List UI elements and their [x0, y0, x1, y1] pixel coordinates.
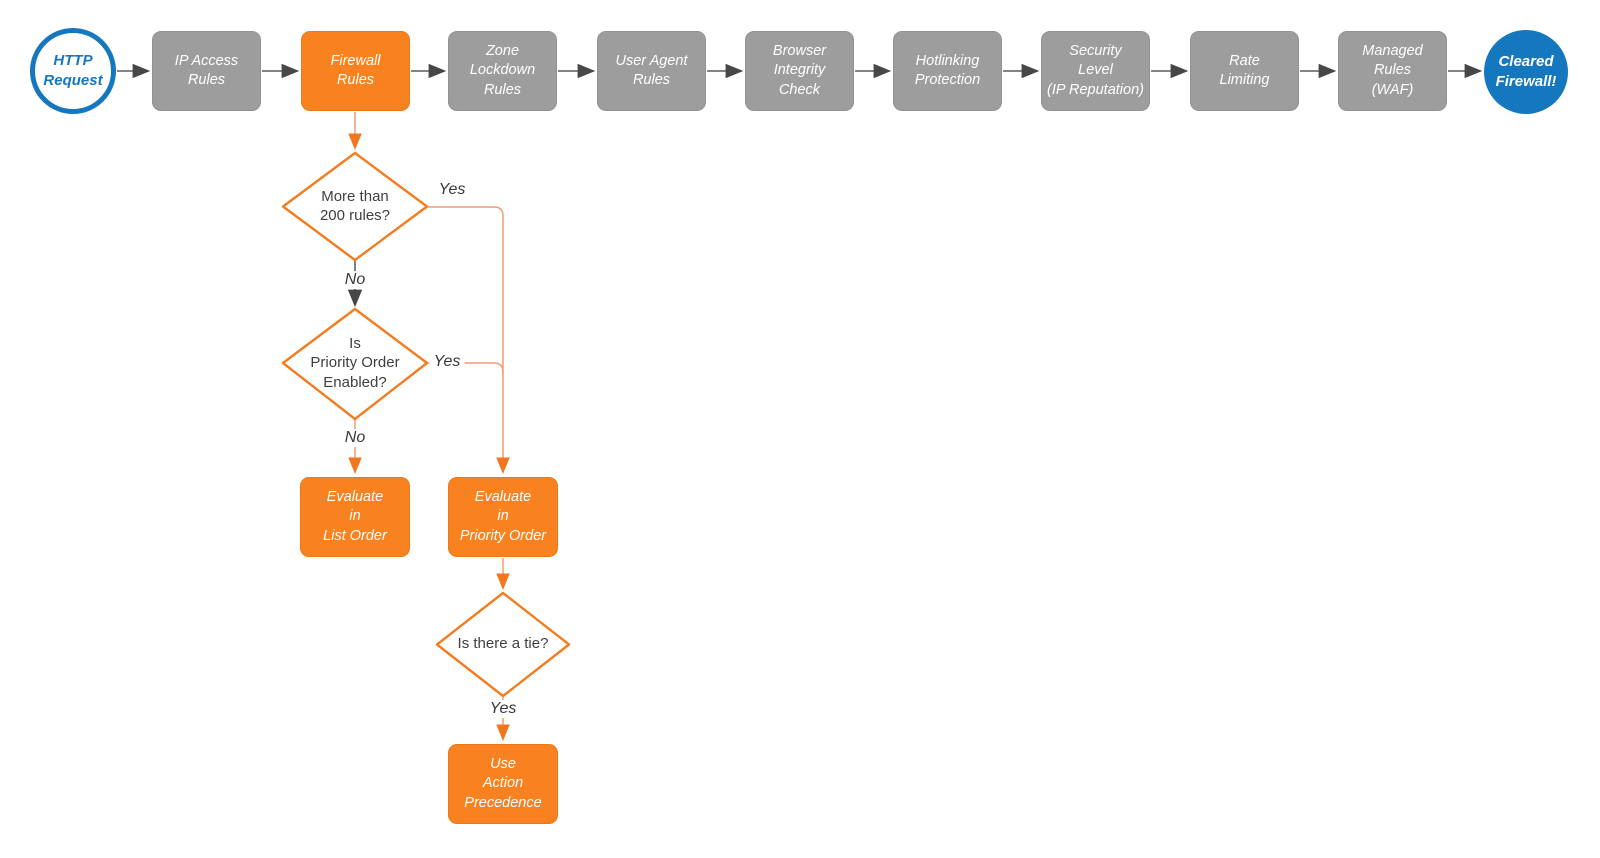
decision-is-there-a-tie-label: Is there a tie?: [457, 635, 549, 653]
diamond-is-there-a-tie: [435, 591, 571, 698]
node-browser-integrity-check: Browser Integrity Check: [745, 31, 854, 111]
node-security-level: Security Level (IP Reputation): [1041, 31, 1150, 111]
decision-more-than-200-rules-label: More than 200 rules?: [319, 187, 391, 224]
edge-d2-yes: [428, 362, 504, 373]
node-cleared-firewall: Cleared Firewall!: [1484, 30, 1568, 114]
decision-diamonds: [281, 151, 571, 698]
node-ip-access-rules: IP Access Rules: [152, 31, 261, 111]
node-http-request: HTTP Request: [30, 28, 116, 114]
node-evaluate-in-priority-order: Evaluate in Priority Order: [448, 477, 558, 557]
edge-label-d2-no: No: [340, 429, 370, 447]
node-user-agent-rules: User Agent Rules: [597, 31, 706, 111]
node-use-action-precedence: Use Action Precedence: [448, 744, 558, 824]
node-rate-limiting: Rate Limiting: [1190, 31, 1299, 111]
node-hotlinking-protection: Hotlinking Protection: [893, 31, 1002, 111]
diamond-more-than-200-rules: [281, 151, 429, 262]
edge-d1-yes: [428, 206, 510, 474]
node-firewall-rules: Firewall Rules: [301, 31, 410, 111]
node-managed-rules-waf: Managed Rules (WAF): [1338, 31, 1447, 111]
edge-label-d2-yes: Yes: [429, 353, 465, 371]
diamond-priority-order-enabled: [281, 307, 429, 421]
node-evaluate-in-list-order: Evaluate in List Order: [300, 477, 410, 557]
edge-label-d3-yes: Yes: [485, 700, 521, 718]
edge-label-d1-yes: Yes: [438, 181, 466, 198]
node-zone-lockdown-rules: Zone Lockdown Rules: [448, 31, 557, 111]
edge-label-d1-no: No: [340, 271, 370, 289]
decision-priority-order-enabled-label: Is Priority Order Enabled?: [310, 335, 400, 391]
